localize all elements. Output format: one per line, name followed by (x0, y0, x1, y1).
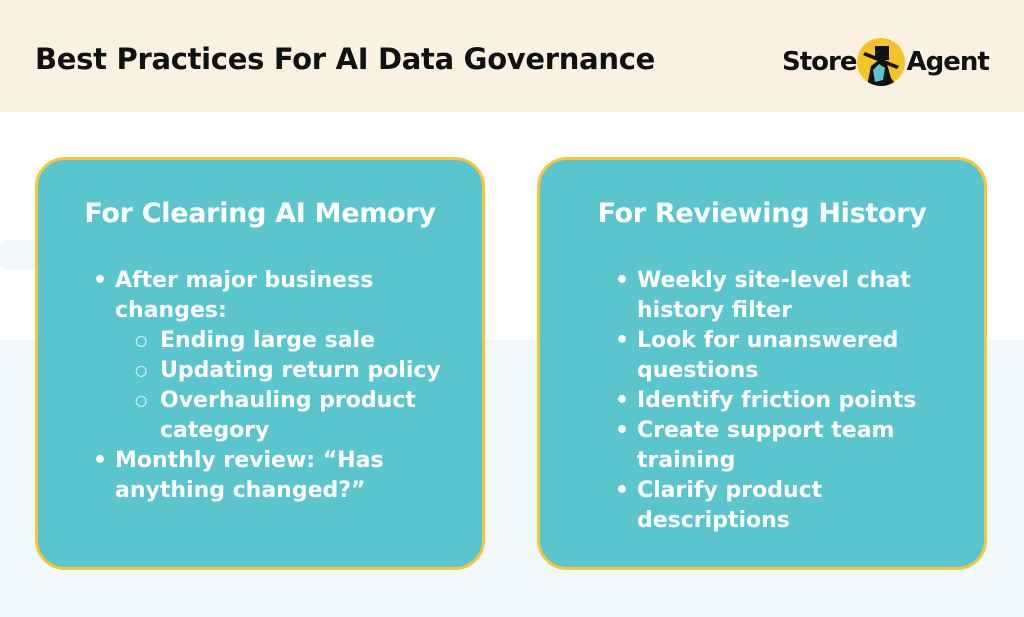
list-item: Look for unanswered questions (615, 326, 960, 386)
card-reviewing-history: For Reviewing History Weekly site-level … (537, 157, 987, 570)
card-clearing-memory: For Clearing AI Memory After major busin… (35, 157, 485, 570)
card-title: For Reviewing History (597, 198, 927, 229)
list-item: Clarify product descriptions (615, 476, 960, 536)
list-item: Identify friction points (615, 386, 960, 416)
store-agent-logo: Store Agent (782, 32, 990, 92)
header: Best Practices For AI Data Governance St… (0, 0, 1024, 112)
card-title: For Clearing AI Memory (84, 198, 436, 229)
list-subitem: Ending large sale (93, 326, 463, 356)
list-subitem: Overhauling product category (93, 386, 463, 446)
logo-text-agent: Agent (906, 47, 989, 77)
bullet-list: Weekly site-level chat history filter Lo… (615, 266, 960, 536)
list-item: After major business changes: (93, 266, 463, 326)
list-item: Monthly review: “Has anything changed?” (93, 446, 463, 506)
list-item: Weekly site-level chat history filter (615, 266, 960, 326)
bullet-list: After major business changes: Ending lar… (93, 266, 463, 506)
agent-logo-icon (857, 38, 906, 86)
background-decoration (0, 240, 40, 270)
logo-text-store: Store (782, 47, 857, 77)
page-title: Best Practices For AI Data Governance (35, 42, 656, 76)
list-item: Create support team training (615, 416, 960, 476)
list-subitem: Updating return policy (93, 356, 463, 386)
